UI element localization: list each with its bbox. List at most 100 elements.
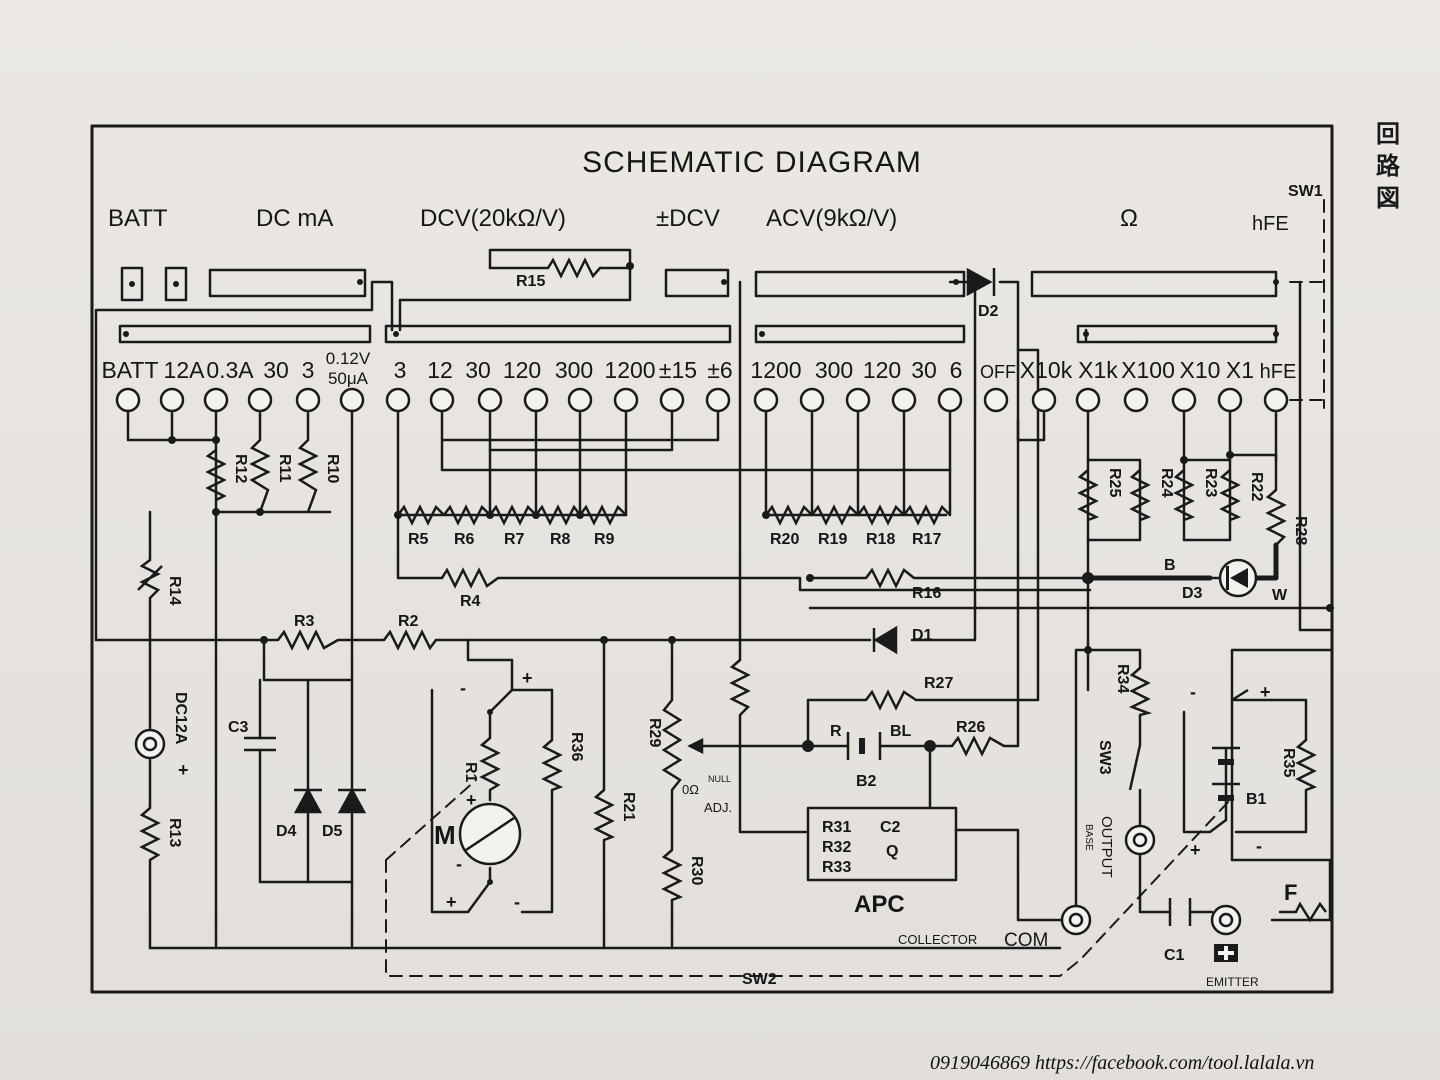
minus-sign: - bbox=[460, 678, 466, 698]
resistor-label: R30 bbox=[688, 856, 705, 885]
terminal-label: 300 bbox=[815, 357, 853, 383]
range-label: ±DCV bbox=[656, 205, 720, 232]
dc12a-label: DC12A bbox=[172, 692, 189, 745]
plus-sign: + bbox=[522, 668, 533, 688]
range-group-labels: BATT DC mA DCV(20kΩ/V) ±DCV ACV(9kΩ/V) Ω… bbox=[108, 205, 1289, 235]
d3-w-label: W bbox=[1272, 587, 1288, 604]
b2-r-label: R bbox=[830, 723, 842, 740]
apc-part-label: R33 bbox=[822, 859, 851, 876]
switch-label: SW1 bbox=[1288, 183, 1323, 200]
range-label: DC mA bbox=[256, 205, 333, 232]
d3-b-label: B bbox=[1164, 557, 1176, 574]
apc-part-label: R32 bbox=[822, 839, 851, 856]
switch-label: SW3 bbox=[1096, 740, 1113, 775]
terminal-label: 50μA bbox=[328, 369, 369, 388]
output-label: OUTPUT bbox=[1098, 816, 1115, 878]
terminal-label: hFE bbox=[1260, 361, 1297, 383]
resistor-label: R10 bbox=[324, 454, 341, 483]
resistor-label: R24 bbox=[1158, 468, 1175, 497]
collector-label: COLLECTOR bbox=[898, 932, 977, 947]
meter-label: M bbox=[434, 820, 456, 850]
resistor-label: R16 bbox=[912, 585, 941, 602]
emitter-label: EMITTER bbox=[1206, 975, 1259, 989]
terminal-label: 120 bbox=[863, 357, 901, 383]
ohm-adj-label: 0Ω bbox=[682, 782, 699, 797]
terminal-label: 30 bbox=[263, 357, 289, 383]
minus-sign: - bbox=[456, 854, 462, 874]
terminal-label: X1k bbox=[1078, 357, 1118, 383]
resistor-label: R14 bbox=[166, 576, 183, 605]
side-label: 回路図 bbox=[1376, 120, 1400, 212]
switch-label: SW2 bbox=[742, 971, 777, 988]
terminal-label: 3 bbox=[394, 357, 407, 383]
terminal-label: ±15 bbox=[659, 357, 697, 383]
terminal-label: X1 bbox=[1226, 357, 1254, 383]
resistor-label: R3 bbox=[294, 613, 315, 630]
diode-label: D3 bbox=[1182, 585, 1203, 602]
adj-label: ADJ. bbox=[704, 800, 732, 815]
terminal-label: 0.12V bbox=[326, 349, 371, 368]
resistor-label: R36 bbox=[568, 732, 585, 761]
minus-sign: - bbox=[1256, 836, 1262, 856]
terminal-label: 300 bbox=[555, 357, 593, 383]
terminal-label: 120 bbox=[503, 357, 541, 383]
resistor-label: R29 bbox=[646, 718, 663, 747]
plus-sign: + bbox=[1190, 840, 1201, 860]
resistor-label: R7 bbox=[504, 531, 525, 548]
resistor-label: R22 bbox=[1248, 472, 1265, 501]
terminal-label: ±6 bbox=[707, 357, 732, 383]
base-label: BASE bbox=[1083, 824, 1094, 851]
battery-label: B2 bbox=[856, 773, 877, 790]
terminal-label: BATT bbox=[101, 357, 158, 383]
resistor-label: R5 bbox=[408, 531, 429, 548]
resistor-label: R8 bbox=[550, 531, 571, 548]
resistor-label: R23 bbox=[1202, 468, 1219, 497]
terminal-label: 30 bbox=[465, 357, 491, 383]
terminal-labels: BATT 12A 0.3A 30 3 0.12V 50μA 3 12 30 12… bbox=[101, 349, 1296, 388]
diode-label: D5 bbox=[322, 823, 343, 840]
resistor-label: R25 bbox=[1106, 468, 1123, 497]
terminal-label: 1200 bbox=[750, 357, 801, 383]
plus-sign: + bbox=[466, 790, 477, 810]
plus-sign: + bbox=[178, 760, 189, 780]
plus-sign: + bbox=[1260, 682, 1271, 702]
resistor-label: R4 bbox=[460, 593, 481, 610]
minus-sign: - bbox=[1190, 682, 1196, 702]
resistor-label: R17 bbox=[912, 531, 941, 548]
resistor-label: R9 bbox=[594, 531, 615, 548]
resistor-label: R21 bbox=[620, 792, 637, 821]
terminal-label: X100 bbox=[1121, 357, 1175, 383]
diagram-title: SCHEMATIC DIAGRAM bbox=[582, 146, 922, 179]
resistor-label: R6 bbox=[454, 531, 475, 548]
resistor-label: R26 bbox=[956, 719, 985, 736]
resistor-label: R2 bbox=[398, 613, 419, 630]
resistor-label: R19 bbox=[818, 531, 847, 548]
range-label: DCV(20kΩ/V) bbox=[420, 205, 566, 232]
apc-part-label: Q bbox=[886, 843, 898, 860]
apc-part-label: C2 bbox=[880, 819, 901, 836]
terminal-label: 3 bbox=[302, 357, 315, 383]
resistor-label: R27 bbox=[924, 675, 953, 692]
terminal-label: 30 bbox=[911, 357, 937, 383]
terminal-label: 12A bbox=[164, 357, 206, 383]
resistor-label: R34 bbox=[1114, 664, 1131, 693]
range-label: ACV(9kΩ/V) bbox=[766, 205, 897, 232]
com-label: COM bbox=[1004, 930, 1048, 951]
apc-label: APC bbox=[854, 891, 905, 918]
null-label: NULL bbox=[708, 774, 731, 784]
diagram-border bbox=[90, 124, 1334, 994]
fuse-label: F bbox=[1284, 880, 1297, 905]
apc-block bbox=[806, 806, 958, 882]
diode-label: D4 bbox=[276, 823, 297, 840]
component-labels: R1 R2 R3 R4 R5 R6 R7 R8 R9 R10 R11 R12 R… bbox=[166, 183, 1323, 988]
terminal-label: 1200 bbox=[604, 357, 655, 383]
resistor-label: R1 bbox=[462, 762, 479, 783]
terminal-label: OFF bbox=[980, 362, 1016, 382]
resistor-label: R28 bbox=[1292, 516, 1309, 545]
terminal-label: X10k bbox=[1020, 357, 1073, 383]
resistor-label: R12 bbox=[232, 454, 249, 483]
capacitor-label: C3 bbox=[228, 719, 249, 736]
resistor-label: R18 bbox=[866, 531, 895, 548]
resistor-label: R20 bbox=[770, 531, 799, 548]
